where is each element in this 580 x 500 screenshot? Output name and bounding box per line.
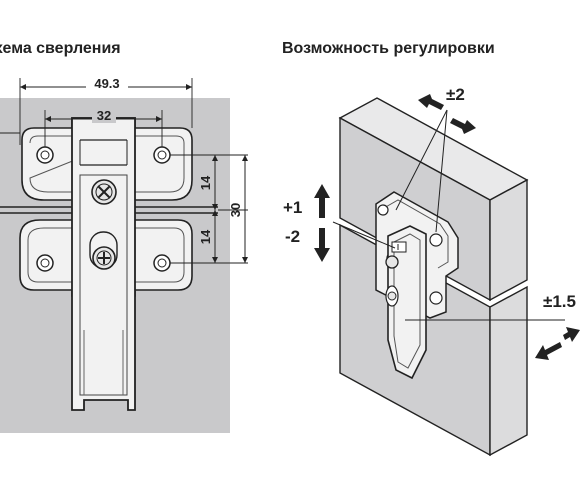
adjustment-title: Возможность регулировки	[282, 40, 495, 57]
dimension-label-30: 30	[228, 203, 243, 217]
hinge-arm-iso	[385, 225, 427, 380]
side-adjust-label: ±2	[446, 85, 465, 104]
adjustment-screw	[91, 179, 117, 205]
height-down-label: -2	[285, 227, 300, 246]
height-up-label: +1	[283, 198, 302, 217]
adjustment-drawing: ±2 +1 -2 ±1.5	[283, 85, 580, 457]
drilling-scheme-title: хема сверления	[0, 40, 121, 57]
dimension-label-14-upper: 14	[198, 175, 213, 190]
height-adjust-arrows	[314, 184, 330, 262]
side-adjust-arrows	[418, 94, 476, 134]
depth-adjust-arrows	[535, 327, 580, 360]
dimension-label-14-lower: 14	[198, 229, 213, 244]
drilling-scheme-drawing: 49.3 32 14 14 30	[0, 75, 248, 433]
mounting-screw	[92, 246, 116, 270]
depth-adjust-label: ±1.5	[543, 292, 576, 311]
dimension-label-32: 32	[97, 108, 111, 123]
dimension-label-49-3: 49.3	[94, 76, 119, 91]
